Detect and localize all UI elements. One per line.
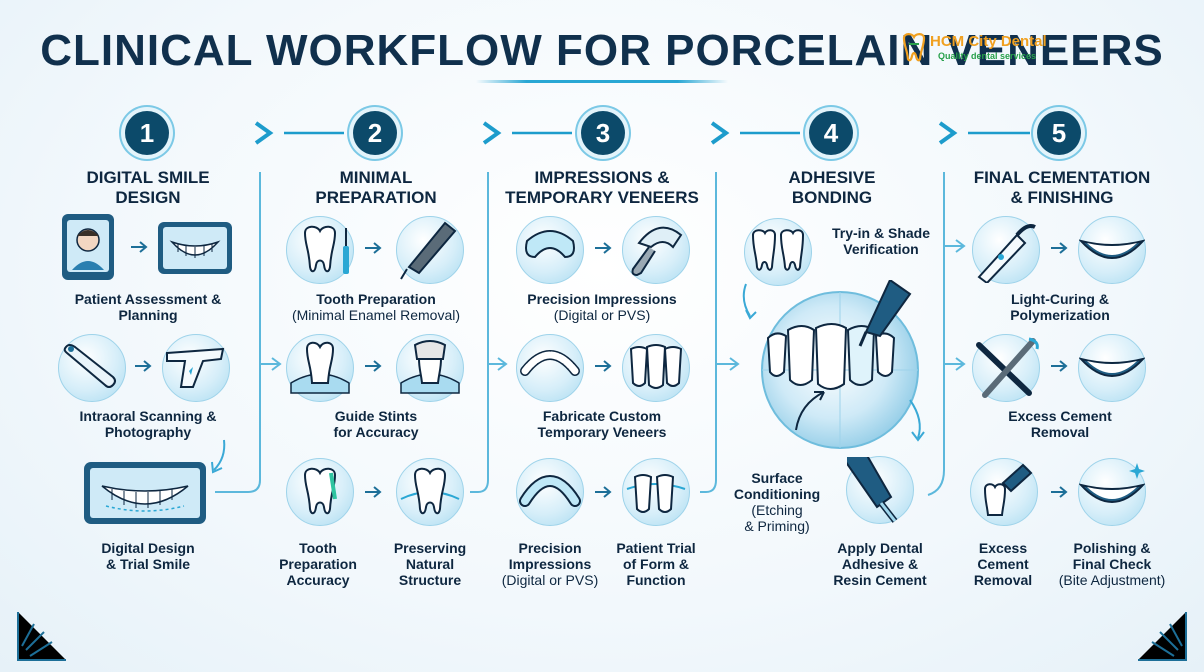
two-teeth-icon <box>751 229 805 271</box>
step-2-item-1-label: Tooth Preparation(Minimal Enamel Removal… <box>291 291 461 323</box>
crossed-instruments-icon <box>976 337 1039 398</box>
step-3-item-1-label: Precision Impressions(Digital or PVS) <box>527 291 677 323</box>
arrow-right-icon <box>1051 242 1068 254</box>
step-4-badge: 4 <box>809 111 853 155</box>
sparkling-smile-icon <box>1079 463 1145 503</box>
smile-circle-1 <box>1078 216 1146 284</box>
tooth-circle <box>286 216 354 284</box>
step-1-item-1-label: Patient Assessment &Planning <box>74 291 222 323</box>
step-3-title: IMPRESSIONS &TEMPORARY VENEERS <box>505 168 699 207</box>
dental-arch-icon <box>520 350 580 376</box>
intraoral-scanner-icon <box>63 344 116 388</box>
tooth-gum-circle <box>286 334 354 402</box>
smile-circle-3 <box>1078 458 1146 526</box>
page-title: CLINICAL WORKFLOW FOR PORCELAIN VENEERS <box>40 26 1164 75</box>
corner-decoration-right <box>1138 612 1187 661</box>
scanner-tip-icon <box>166 347 225 388</box>
brand-logo: HCM City Dental Quality dental services <box>900 30 1080 66</box>
digital-design-tablet-icon <box>84 462 206 524</box>
logo-name: HCM City Dental <box>930 33 1047 50</box>
step-1-badge: 1 <box>125 111 169 155</box>
smile-teeth-icon <box>1079 239 1145 259</box>
smile-teeth-icon <box>1079 357 1145 377</box>
dental-drill-icon <box>400 221 457 280</box>
tooth-logo-icon <box>902 33 926 62</box>
arrow-right-icon <box>595 360 612 372</box>
tray-handle-circle <box>622 216 690 284</box>
tryin-circle <box>744 218 812 286</box>
arrow-right-icon <box>365 360 382 372</box>
step-1-item-2-label: Intraoral Scanning &Photography <box>79 408 217 440</box>
veneers-circle <box>622 334 690 402</box>
impression-arch-icon <box>519 475 581 507</box>
polish-circle <box>970 458 1038 526</box>
title-underline <box>476 80 728 83</box>
step-5-badge: 5 <box>1037 111 1081 155</box>
arrow-right-icon <box>595 242 612 254</box>
adhesive-circle <box>846 456 914 524</box>
arrow-right-icon <box>365 242 382 254</box>
smile-screen-icon <box>158 222 232 274</box>
step-5-item-4-label: Polishing &Final Check(Bite Adjustment) <box>1058 540 1166 588</box>
impression-2-circle <box>516 458 584 526</box>
step-1-item-3-label: Digital Design& Trial Smile <box>101 540 195 572</box>
natural-tooth-icon <box>400 467 460 515</box>
curing-light-circle <box>972 216 1040 284</box>
prepared-tooth-icon <box>303 467 337 515</box>
trial-veneers-icon <box>626 474 686 513</box>
curing-light-icon <box>977 224 1036 283</box>
arch-model-circle <box>516 334 584 402</box>
polishing-tool-icon <box>983 463 1033 516</box>
natural-tooth-circle <box>396 458 464 526</box>
trial-circle <box>622 458 690 526</box>
tooth-with-gum-icon <box>290 341 350 394</box>
arrow-right-icon <box>365 486 382 498</box>
arrow-right-icon <box>135 360 152 372</box>
bonding-illustration <box>742 280 925 449</box>
dental-probe-icon <box>343 228 349 274</box>
tablet-patient-icon <box>62 214 114 280</box>
step-2-badge: 2 <box>353 111 397 155</box>
scanner-tip-circle <box>162 334 230 402</box>
drill-circle <box>396 216 464 284</box>
impression-tray-handle-icon <box>631 226 683 277</box>
tooth-icon <box>303 225 337 273</box>
corner-decoration-left <box>17 612 66 661</box>
temporary-veneers-icon <box>629 344 683 389</box>
arrow-right-icon <box>595 486 612 498</box>
top-arrows <box>172 121 1030 145</box>
impression-tray-icon <box>525 230 575 259</box>
step-5-title: FINAL CEMENTATION& FINISHING <box>973 168 1151 207</box>
crown-circle <box>396 334 464 402</box>
prep-tooth-circle <box>286 458 354 526</box>
step-5-item-1-label: Light-Curing &Polymerization <box>1010 291 1110 323</box>
adhesive-bottle-icon <box>847 457 898 523</box>
logo-tagline: Quality dental services <box>938 51 1037 61</box>
arrow-right-icon <box>131 241 148 253</box>
tools-circle <box>972 334 1040 402</box>
scanner-circle <box>58 334 126 402</box>
arrow-right-icon <box>1051 360 1068 372</box>
arrow-right-icon <box>1051 486 1068 498</box>
smile-circle-2 <box>1078 334 1146 402</box>
tooth-crown-icon <box>400 340 460 394</box>
step-3-badge: 3 <box>581 111 625 155</box>
impression-circle <box>516 216 584 284</box>
